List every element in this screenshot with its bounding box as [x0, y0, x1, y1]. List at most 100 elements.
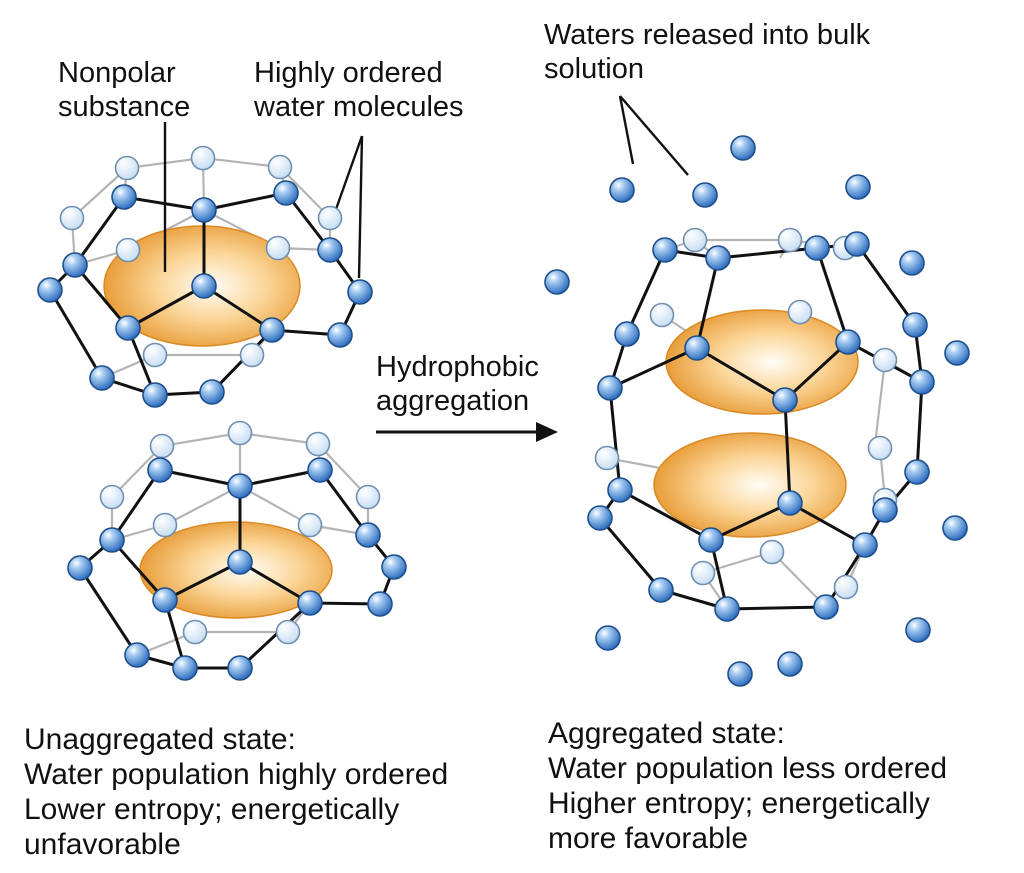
back-water-molecule [594, 445, 620, 471]
cage3-back-bond [873, 359, 887, 446]
water-molecule [902, 312, 928, 338]
free-water-molecule [905, 617, 931, 643]
cage3-back-bond [771, 551, 827, 608]
back-water-molecule [59, 205, 85, 231]
free-water-molecule [544, 269, 570, 295]
back-water-molecule [275, 619, 301, 645]
nonpolar-substance-label: Nonpolar substance [58, 56, 190, 124]
back-water-molecule [267, 154, 293, 180]
back-water-molecule [265, 235, 291, 261]
water-molecule [835, 329, 861, 355]
ordered-water-label-line-1: Highly ordered [254, 57, 443, 89]
left-caption-line-3: Lower entropy; energetically [24, 793, 400, 826]
water-molecule [99, 527, 125, 553]
cage1-front-bond [203, 284, 273, 332]
water-molecule [772, 387, 798, 413]
cage3-front-bond [710, 501, 791, 542]
water-molecule [115, 315, 141, 341]
free-water-molecule [595, 625, 621, 651]
label-pointer-line [619, 95, 689, 176]
label-pointer-line [618, 95, 635, 165]
right-caption-line-3: Higher entropy; energetically [548, 787, 930, 820]
back-water-molecule [649, 302, 675, 328]
free-water-molecule [730, 135, 756, 161]
back-water-molecule [305, 431, 331, 457]
water-molecule [648, 577, 674, 603]
hydrophobic-aggregation-label: Hydrophobic aggregation [376, 350, 539, 418]
back-water-molecule [182, 619, 208, 645]
back-water-molecule [355, 484, 381, 510]
free-water-molecule [942, 515, 968, 541]
cage2-front-bond [164, 560, 241, 602]
nonpolar-label-line-1: Nonpolar [58, 57, 176, 89]
free-water-molecule [727, 661, 753, 687]
water-molecule [37, 277, 63, 303]
cage1-front-bond [127, 284, 205, 330]
released-label-line-1: Waters released into bulk [544, 19, 871, 51]
water-molecule [142, 382, 168, 408]
water-molecule [317, 237, 343, 263]
water-molecule [813, 594, 839, 620]
back-water-molecule [682, 227, 708, 253]
water-molecule [684, 335, 710, 361]
left-caption-line-4: unfavorable [24, 828, 181, 861]
back-water-molecule [317, 205, 343, 231]
water-molecule [614, 321, 640, 347]
cage3-front-bond [619, 488, 712, 542]
water-molecule [191, 197, 217, 223]
free-water-molecule [777, 651, 803, 677]
water-molecule [259, 317, 285, 343]
cage2-front-bond [110, 539, 167, 601]
process-label-line-2: aggregation [376, 385, 530, 417]
back-water-molecule [190, 145, 216, 171]
water-molecule [872, 497, 898, 523]
cage2-front-bond [239, 560, 311, 605]
back-water-molecule [297, 512, 323, 538]
water-molecule [89, 365, 115, 391]
water-molecule [67, 555, 93, 581]
water-molecule [698, 527, 724, 553]
water-molecule [904, 459, 930, 485]
water-molecule [172, 655, 198, 681]
back-water-molecule [99, 484, 125, 510]
water-molecule [227, 655, 253, 681]
back-water-molecule [867, 435, 893, 461]
water-molecule [777, 490, 803, 516]
water-molecule [355, 522, 381, 548]
released-label-line-2: solution [544, 53, 644, 85]
cage3-front-bond [789, 501, 866, 547]
water-molecule [705, 245, 731, 271]
water-molecule [844, 231, 870, 257]
ordered-water-label-line-2: water molecules [254, 91, 464, 123]
right-caption-line-4: more favorable [548, 822, 749, 855]
water-molecule [607, 477, 633, 503]
back-water-molecule [152, 512, 178, 538]
right-caption-heading: Aggregated state: [548, 717, 785, 750]
cage3-front-bond [815, 247, 850, 343]
back-water-molecule [833, 574, 859, 600]
aggregation-arrow [376, 422, 558, 442]
cage2-back-bond [239, 485, 311, 526]
free-water-molecule [845, 174, 871, 200]
back-water-molecule [787, 299, 813, 325]
water-molecule [327, 322, 353, 348]
water-molecule [381, 554, 407, 580]
cage3-front-bond [609, 346, 698, 390]
free-water-molecule [944, 340, 970, 366]
cage1-front-bond [73, 264, 130, 329]
back-water-molecule [227, 420, 253, 446]
right-caption-line-2: Water population less ordered [548, 752, 948, 785]
water-molecule [62, 252, 88, 278]
water-molecules [37, 135, 970, 687]
ordered-water-label: Highly ordered water molecules [254, 56, 464, 124]
water-molecule [227, 473, 253, 499]
back-water-molecule [149, 433, 175, 459]
water-molecule [191, 273, 217, 299]
released-waters-label: Waters released into bulk solution [544, 18, 870, 86]
water-molecule [147, 457, 173, 483]
free-water-molecule [692, 182, 718, 208]
back-water-molecule [872, 347, 898, 373]
water-molecule [111, 184, 137, 210]
label-pointer-line [357, 135, 364, 279]
